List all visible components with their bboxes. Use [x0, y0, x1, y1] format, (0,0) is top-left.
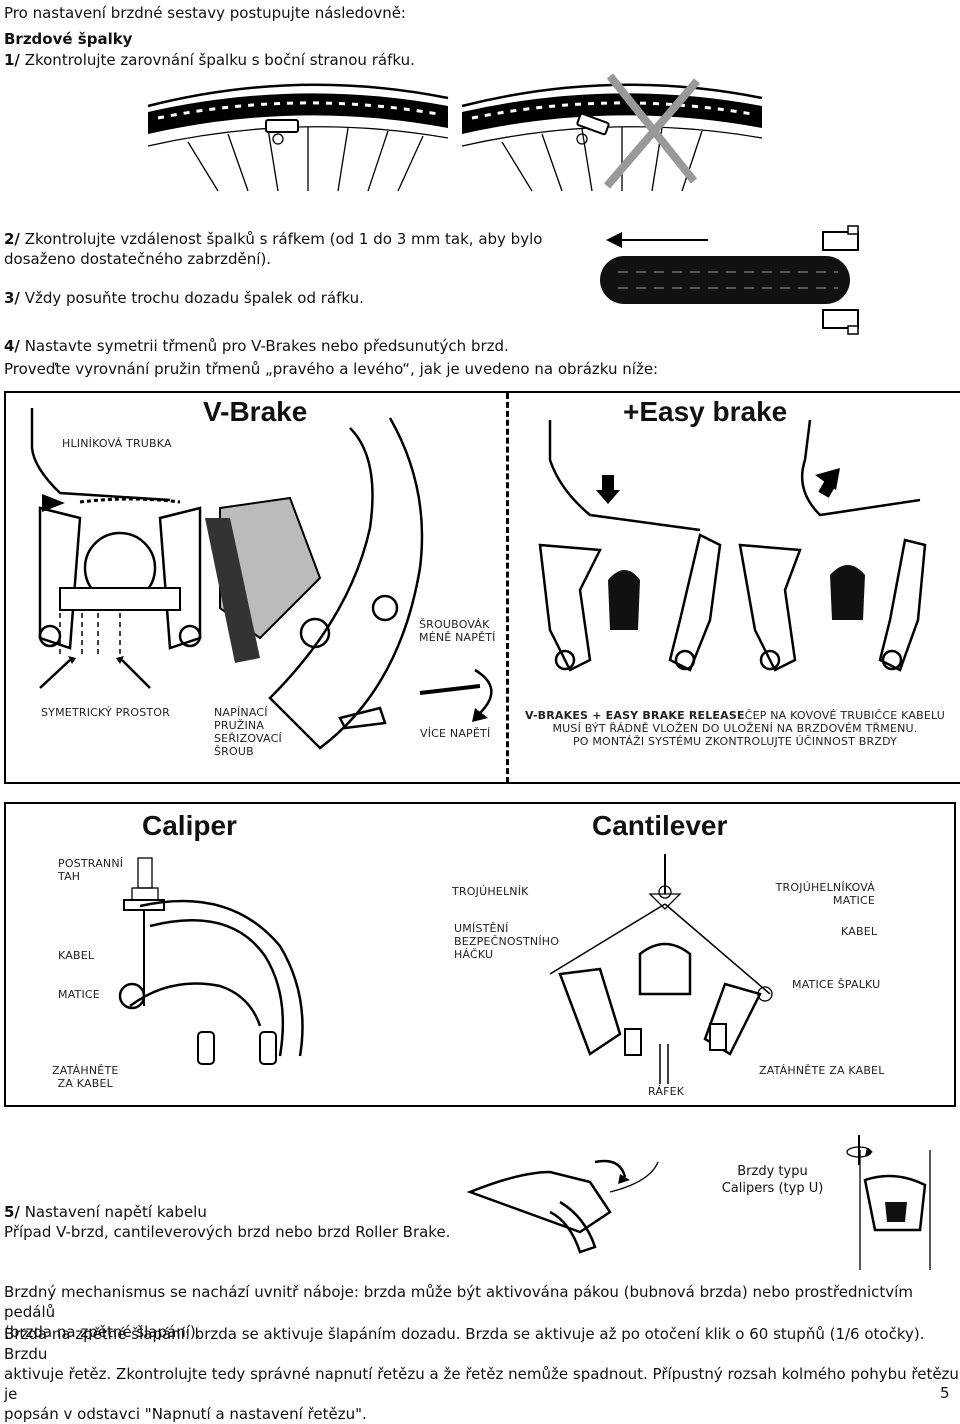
- wheel-correct-illustration: [147, 83, 449, 192]
- step-2-text-line1: Zkontrolujte vzdálenost špalků s ráfkem …: [24, 230, 543, 248]
- symmetric-space-label: SYMETRICKÝ PROSTOR: [41, 706, 171, 719]
- cantilever-cable-label: KABEL: [841, 925, 878, 938]
- step-5-subtext: Případ V-brzd, cantileverových brzd nebo…: [4, 1223, 451, 1241]
- cantilever-illustration: [549, 854, 773, 1084]
- step-1: 1/ Zkontrolujte zarovnání špalku s boční…: [4, 50, 415, 70]
- coaster-brake-line3: popsán v odstavci "Napnutí a nastavení ř…: [4, 1405, 367, 1423]
- easy-brake-note-line1: ČEP NA KOVOVÉ TRUBIČCE KABELU: [744, 709, 946, 722]
- step-5-number: 5/: [4, 1203, 20, 1221]
- step-2-number: 2/: [4, 230, 20, 248]
- spring-label-line3: SEŘIZOVACÍ: [214, 732, 282, 745]
- coaster-brake-line2: aktivuje řetěz. Zkontrolujte tedy správn…: [4, 1365, 959, 1403]
- triangle-nut-label-line2: MATICE: [833, 894, 875, 907]
- step-1-number: 1/: [4, 51, 20, 69]
- left-arrow-icon: [606, 232, 708, 248]
- easy-brake-note-line3: PO MONTÁŽI SYSTÉMU ZKONTROLUJTE ÚČINNOST…: [572, 735, 898, 748]
- step-3-text: Vždy posuňte trochu dozadu špalek od ráf…: [24, 289, 364, 307]
- caliper-type-label: Brzdy typu Calipers (typ U): [715, 1163, 830, 1197]
- spring-label: NAPÍNACÍ PRUŽINA SEŘIZOVACÍ ŠROUB: [214, 706, 282, 758]
- cross-mark-icon: [603, 73, 701, 189]
- coaster-brake-line1: Brzda na zpětné šlapání: brzda se aktivu…: [4, 1325, 925, 1363]
- push-down-arrow-icon: [596, 475, 620, 504]
- side-pull-label-line1: POSTRANNÍ: [58, 857, 124, 870]
- step-4: 4/ Nastavte symetrii třmenů pro V-Brakes…: [4, 336, 509, 356]
- step-4-number: 4/: [4, 337, 20, 355]
- safety-hook-label-line2: BEZPEČNOSTNÍHO: [454, 935, 560, 948]
- step-3: 3/ Vždy posuňte trochu dozadu špalek od …: [4, 288, 364, 308]
- safety-hook-label-line3: HÁČKU: [454, 948, 494, 961]
- step-5: 5/ Nastavení napětí kabelu Případ V-brzd…: [4, 1202, 450, 1242]
- intro-heading: Pro nastavení brzdné sestavy postupujte …: [4, 4, 406, 22]
- brake-pad-icon: [576, 112, 610, 145]
- brake-pad-icon: [265, 119, 299, 145]
- caliper-pull-label: ZATÁHNĚTE ZA KABEL: [52, 1064, 119, 1090]
- caliper-u-illustration: [846, 1135, 931, 1270]
- rim-label: RÁFEK: [648, 1085, 685, 1098]
- step-4-subtext: Proveďte vyrovnání pružin třmenů „pravéh…: [4, 360, 659, 378]
- easy-brake-note-line2: MUSÍ BÝT ŘÁDNĚ VLOŽEN DO ULOŽENÍ NA BRZD…: [552, 722, 918, 735]
- screwdriver-label: ŠROUBOVÁK MÉNĚ NAPĚTÍ: [419, 618, 496, 644]
- caliper-title: Caliper: [142, 810, 237, 841]
- rotate-arrow-icon: [594, 1159, 630, 1184]
- step-1-text: Zkontrolujte zarovnání špalku s boční st…: [24, 51, 415, 69]
- upper-brake-pad-icon: [822, 225, 859, 251]
- vbrake-title: V-Brake: [203, 396, 308, 427]
- tire-pad-distance-illustration: [600, 225, 859, 335]
- pad-nut-label: MATICE ŠPALKU: [792, 978, 881, 991]
- step-3-number: 3/: [4, 289, 20, 307]
- cantilever-pull-label: ZATÁHNĚTE ZA KABEL: [759, 1064, 885, 1077]
- caliper-cantilever-panel: [4, 802, 956, 1107]
- step-5-title: Nastavení napětí kabelu: [24, 1203, 207, 1221]
- hub-brake-line2: (brzda na zpětné šlapání).: [4, 1323, 201, 1341]
- vbrake-panel-divider: [506, 393, 509, 783]
- lift-up-arrow-icon: [815, 468, 840, 498]
- caliper-cable-label: KABEL: [58, 949, 95, 962]
- hub-brake-paragraph: Brzdný mechanismus se nachází uvnitř náb…: [4, 1282, 960, 1342]
- easy-brake-note: V-BRAKES + EASY BRAKE RELEASEČEP NA KOVO…: [520, 709, 950, 748]
- caliper-nut-label: MATICE: [58, 988, 100, 1001]
- brake-pads-subheading: Brzdové špalky: [4, 30, 133, 48]
- easy-brake-title: +Easy brake: [623, 396, 788, 427]
- triangle-nut-label-line1: TROJÚHELNÍKOVÁ: [775, 881, 875, 894]
- easy-brake-illustration: [538, 419, 927, 672]
- cantilever-title: Cantilever: [592, 810, 728, 841]
- tube-label: HLINÍKOVÁ TRUBKA: [62, 437, 172, 450]
- caliper-type-label-line1: Brzdy typu: [737, 1164, 808, 1179]
- spring-label-line1: NAPÍNACÍ: [214, 706, 268, 719]
- safety-hook-label: UMÍSTĚNÍ BEZPEČNOSTNÍHO HÁČKU: [454, 922, 559, 961]
- caliper-type-label-line2: Calipers (typ U): [721, 1181, 824, 1196]
- side-pull-label: POSTRANNÍ TAH: [58, 857, 123, 883]
- hub-brake-line1: Brzdný mechanismus se nachází uvnitř náb…: [4, 1283, 913, 1321]
- wheel-incorrect-illustration: [461, 73, 763, 192]
- vbrake-panel: [4, 391, 960, 784]
- coaster-brake-paragraph: Brzda na zpětné šlapání: brzda se aktivu…: [4, 1324, 960, 1424]
- easy-brake-note-bold: V-BRAKES + EASY BRAKE RELEASE: [524, 709, 745, 722]
- spring-label-line2: PRUŽINA: [214, 719, 265, 732]
- step-4-text: Nastavte symetrii třmenů pro V-Brakes ne…: [24, 337, 509, 355]
- step-2-text-line2: dosaženo dostatečného zabrzdění).: [4, 250, 272, 268]
- safety-hook-label-line1: UMÍSTĚNÍ: [454, 922, 509, 935]
- more-tension-label: VÍCE NAPĚTÍ: [420, 727, 491, 740]
- caliper-illustration: [118, 857, 304, 1065]
- triangle-label: TROJÚHELNÍK: [452, 885, 529, 898]
- screwdriver-label-line2: MÉNĚ NAPĚTÍ: [419, 631, 496, 644]
- brake-lever-illustration: [466, 1159, 659, 1254]
- caliper-pull-label-line2: ZA KABEL: [57, 1077, 113, 1090]
- side-pull-label-line2: TAH: [58, 870, 81, 883]
- step-2: 2/ Zkontrolujte vzdálenost špalků s ráfk…: [4, 229, 542, 269]
- page-number: 5: [940, 1384, 950, 1402]
- lower-brake-pad-icon: [822, 309, 859, 335]
- spring-label-line4: ŠROUB: [214, 745, 254, 758]
- vbrake-illustration: [30, 408, 493, 750]
- triangle-nut-label: TROJÚHELNÍKOVÁ MATICE: [760, 881, 875, 907]
- screwdriver-label-line1: ŠROUBOVÁK: [419, 618, 490, 631]
- caliper-pull-label-line1: ZATÁHNĚTE: [52, 1064, 119, 1077]
